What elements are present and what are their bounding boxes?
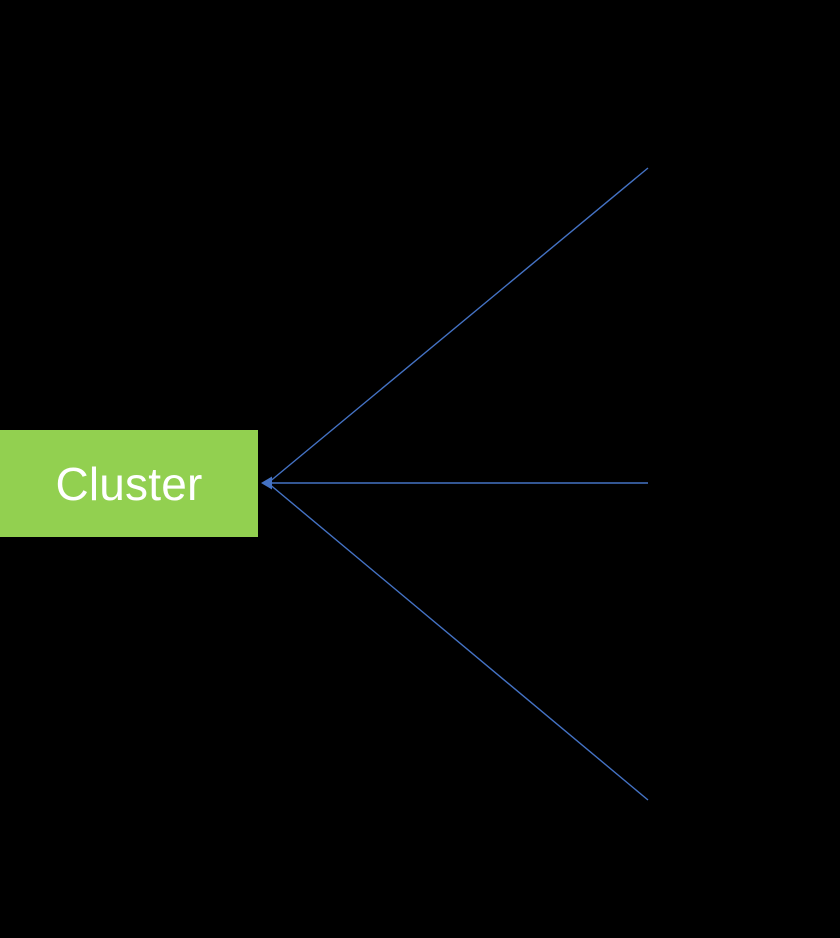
cluster-node-label: Cluster bbox=[55, 457, 203, 510]
connector-upper-line[interactable] bbox=[267, 167, 649, 484]
cluster-node[interactable]: Cluster bbox=[0, 430, 258, 537]
connector-lower-line[interactable] bbox=[267, 482, 649, 801]
arrowhead-icon bbox=[261, 476, 272, 490]
